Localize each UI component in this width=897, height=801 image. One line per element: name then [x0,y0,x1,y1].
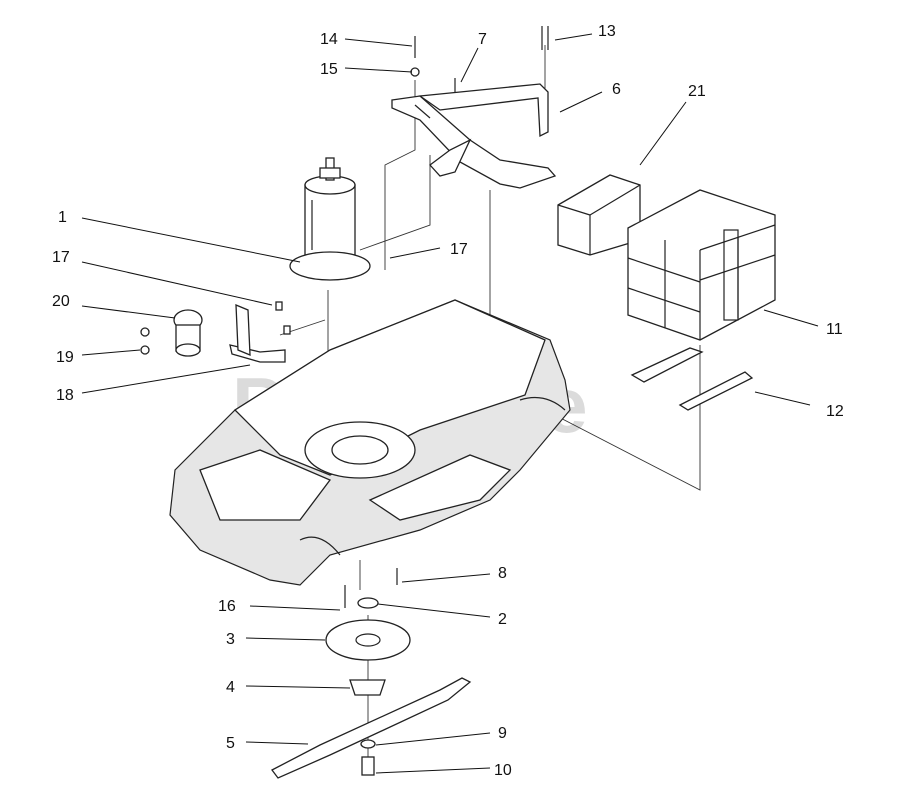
callout-3: 3 [226,631,235,648]
callout-9: 9 [498,725,507,742]
callout-1: 1 [58,209,67,226]
callout-16: 16 [218,598,236,615]
callout-5: 5 [226,735,235,752]
callout-18: 18 [56,387,74,404]
callout-labels: 1 2 3 4 5 6 7 8 9 10 11 12 13 14 15 16 1… [52,23,844,779]
callout-20: 20 [52,293,70,310]
top-fasteners [410,26,549,92]
callout-7: 7 [478,31,487,48]
motor-part [289,157,371,281]
callout-13: 13 [598,23,616,40]
callout-17b: 17 [450,241,468,258]
blade-assembly-part [271,568,472,779]
leader-lines [81,33,819,774]
callout-19: 19 [56,349,74,366]
callout-21: 21 [688,83,706,100]
callout-15: 15 [320,61,338,78]
spacer-block-part [557,174,641,256]
callout-11: 11 [826,321,843,338]
callout-17a: 17 [52,249,70,266]
callout-4: 4 [226,679,235,696]
switch-assembly-part [140,301,291,363]
battery-pack-part [627,189,776,341]
callout-8: 8 [498,565,507,582]
callout-6: 6 [612,81,621,98]
callout-10: 10 [494,762,512,779]
callout-12: 12 [826,403,844,420]
bracket-bar-part [391,83,557,189]
callout-2: 2 [498,611,507,628]
mower-deck-part [169,299,571,586]
foam-strips-part [630,347,754,411]
callout-14: 14 [320,31,338,48]
